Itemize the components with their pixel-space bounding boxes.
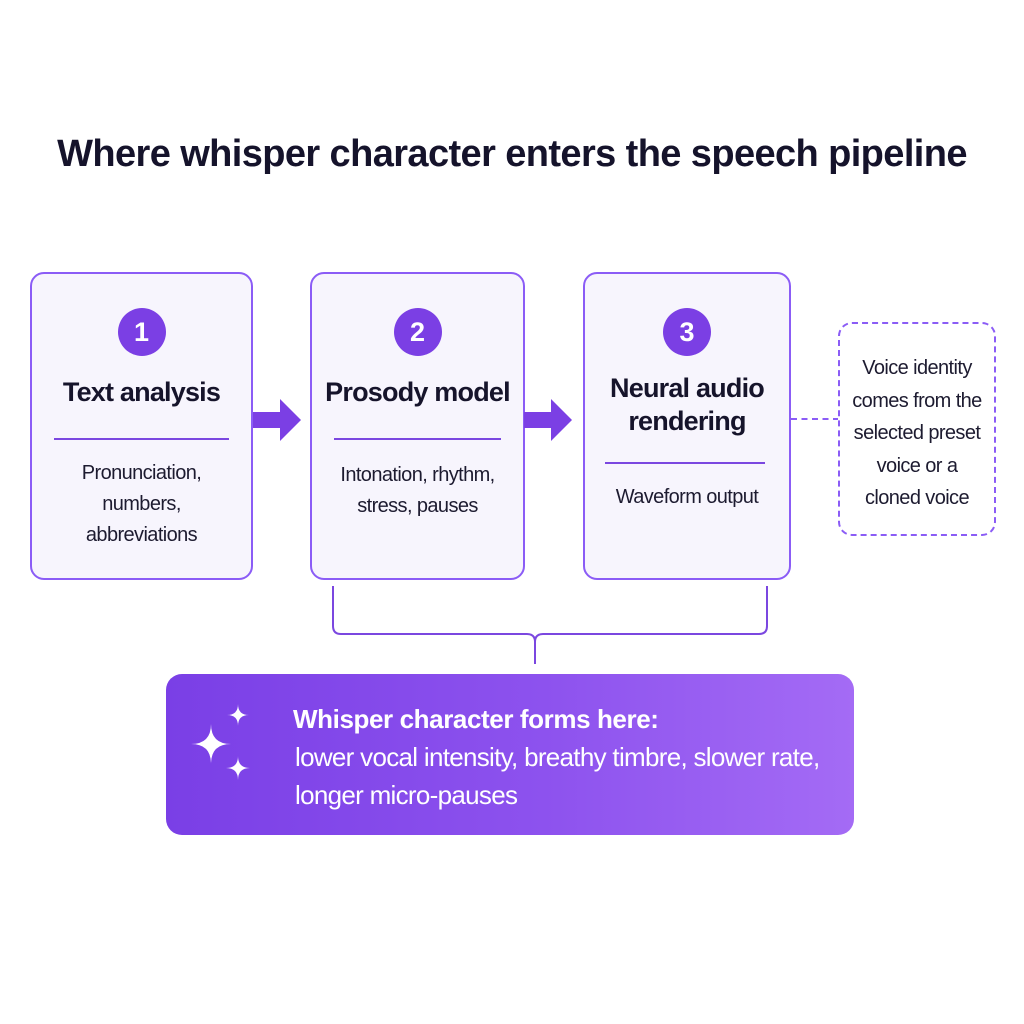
bracket-connector — [332, 586, 768, 664]
dashed-connector — [791, 418, 839, 420]
step-description-line: numbers, — [102, 493, 181, 515]
step-description: Pronunciation, numbers, abbreviations — [38, 458, 245, 551]
voice-note-text: Voice identity comes from the selected p… — [840, 352, 994, 515]
step-box-neural-audio-rendering: 3 Neural audio rendering Waveform output — [583, 272, 791, 580]
step-title: Prosody model — [316, 376, 519, 409]
step-title: Neural audio rendering — [589, 372, 785, 438]
voice-note-line: Voice identity — [862, 357, 972, 379]
step-box-prosody-model: 2 Prosody model Intonation, rhythm, stre… — [310, 272, 525, 580]
step-description-line: abbreviations — [85, 524, 198, 546]
step-title-line: Prosody model — [325, 377, 510, 407]
step-number-badge: 2 — [393, 308, 442, 356]
step-divider — [54, 438, 229, 440]
step-description-line: Pronunciation, — [81, 462, 202, 484]
voice-note-line: cloned voice — [865, 487, 970, 509]
step-description: Waveform output — [591, 482, 783, 513]
callout-body-line: longer micro-pauses — [295, 780, 518, 810]
step-description-line: Waveform output — [615, 486, 759, 508]
step-number-badge: 3 — [663, 308, 711, 356]
step-title-line: rendering — [628, 406, 746, 436]
step-title: Text analysis — [36, 376, 247, 409]
sparkles-icon — [191, 704, 250, 780]
step-divider — [605, 462, 765, 464]
step-description-line: Intonation, rhythm, — [340, 464, 495, 486]
step-box-text-analysis: 1 Text analysis Pronunciation, numbers, … — [30, 272, 253, 580]
diagram-title: Where whisper character enters the speec… — [57, 133, 967, 175]
step-description: Intonation, rhythm, stress, pauses — [318, 460, 517, 522]
step-divider — [334, 438, 501, 440]
right-arrow-icon — [253, 399, 301, 441]
callout-heading: Whisper character forms here: — [293, 704, 659, 734]
step-title-line: Text analysis — [62, 377, 221, 407]
voice-note-line: comes from the — [852, 389, 982, 412]
right-arrow-icon — [524, 399, 572, 441]
whisper-callout: Whisper character forms here: lower voca… — [166, 674, 854, 835]
step-title-line: Neural audio — [610, 373, 765, 403]
voice-note-line: selected preset — [853, 422, 981, 444]
voice-identity-note: Voice identity comes from the selected p… — [838, 322, 996, 536]
step-description-line: stress, pauses — [357, 495, 478, 517]
step-number-badge: 1 — [117, 308, 166, 356]
voice-note-line: voice or a — [876, 454, 958, 477]
callout-body-line: lower vocal intensity, breathy timbre, s… — [295, 742, 820, 772]
callout-body: lower vocal intensity, breathy timbre, s… — [295, 738, 845, 814]
